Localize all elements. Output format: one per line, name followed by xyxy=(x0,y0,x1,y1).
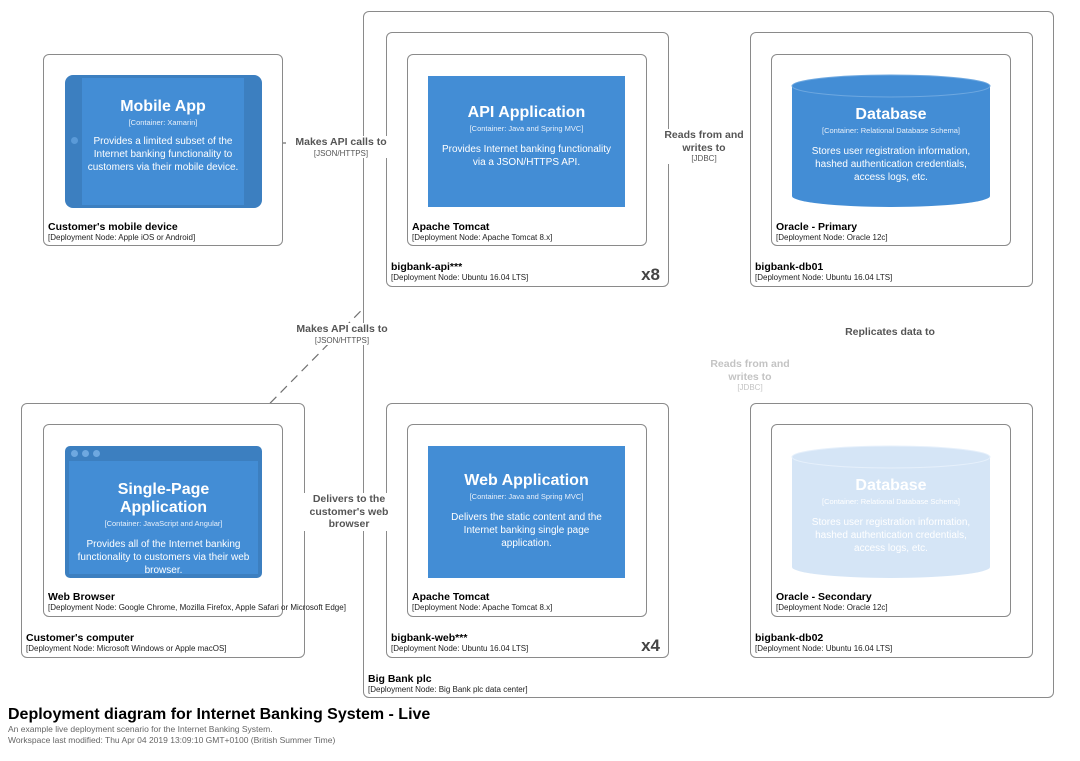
database-cylinder-secondary xyxy=(791,445,991,578)
container-tech: [Container: Relational Database Schema] xyxy=(822,126,960,135)
node-tech: [Deployment Node: Oracle 12c] xyxy=(776,603,888,613)
edge-label-web-spa: Delivers to the customer's web browser xyxy=(300,493,398,531)
edge-label-text: Makes API calls to xyxy=(295,136,387,148)
edge-label-text: Replicates data to xyxy=(845,326,935,338)
container-description: Stores user registration information, ha… xyxy=(811,517,971,554)
node-title: Customer's computer xyxy=(26,632,135,644)
node-tech: [Deployment Node: Microsoft Windows or A… xyxy=(26,644,227,654)
container-title: API Application xyxy=(467,104,586,121)
container-tech: [Container: Xamarin] xyxy=(128,118,198,127)
container-title: Database xyxy=(855,477,927,494)
edge-label-spa-api: Makes API calls to [JSON/HTTPS] xyxy=(288,323,396,346)
container-single-page-application[interactable]: Single-Page Application [Container: Java… xyxy=(69,461,258,576)
node-tech: [Deployment Node: Ubuntu 16.04 LTS] xyxy=(391,644,529,654)
multiplicity-badge: x8 xyxy=(641,265,660,284)
node-title: Oracle - Primary xyxy=(776,221,858,233)
node-tech: [Deployment Node: Apache Tomcat 8.x] xyxy=(412,603,553,613)
node-tech: [Deployment Node: Apple iOS or Android] xyxy=(48,233,196,243)
container-description: Stores user registration information, ha… xyxy=(811,146,971,183)
edge-label-replicate: Replicates data to xyxy=(834,326,946,339)
node-title: bigbank-api*** xyxy=(391,261,463,273)
container-description: Delivers the static content and the Inte… xyxy=(451,512,602,549)
edge-label-text: Reads from and writes to xyxy=(710,358,790,383)
edge-tech-text: [JDBC] xyxy=(737,383,763,393)
container-api-application[interactable]: API Application [Container: Java and Spr… xyxy=(428,76,625,207)
edge-tech-text: [JSON/HTTPS] xyxy=(314,335,370,345)
multiplicity-badge: x4 xyxy=(641,636,660,655)
container-web-application[interactable]: Web Application [Container: Java and Spr… xyxy=(428,446,625,578)
workspace-modified: Workspace last modified: Thu Apr 04 2019… xyxy=(8,735,336,746)
edge-tech-text: [JDBC] xyxy=(691,154,717,164)
node-title: Web Browser xyxy=(48,591,115,603)
node-title: Apache Tomcat xyxy=(412,591,490,603)
container-database-primary[interactable]: Database [Container: Relational Database… xyxy=(791,74,991,208)
window-dot-icon xyxy=(93,450,100,457)
device-home-button-icon xyxy=(71,137,78,144)
node-title: bigbank-db02 xyxy=(755,632,824,644)
window-dot-icon xyxy=(82,450,89,457)
edge-tech-text: [JSON/HTTPS] xyxy=(313,148,369,158)
window-dot-icon xyxy=(71,450,78,457)
node-title: Oracle - Secondary xyxy=(776,591,872,603)
container-tech: [Container: JavaScript and Angular] xyxy=(104,519,223,528)
container-tech: [Container: Java and Spring MVC] xyxy=(469,124,584,133)
edge-label-text: Reads from and writes to xyxy=(664,129,744,154)
node-title: bigbank-web*** xyxy=(391,632,468,644)
diagram-footer: Deployment diagram for Internet Banking … xyxy=(8,706,430,746)
edge-label-text: Makes API calls to xyxy=(296,323,388,335)
node-title: Customer's mobile device xyxy=(48,221,178,233)
container-title: Web Application xyxy=(464,472,589,489)
container-title: Database xyxy=(855,106,927,123)
container-title: Mobile App xyxy=(120,98,206,115)
edge-label-api-db2: Reads from and writes to [JDBC] xyxy=(704,358,796,393)
diagram-description: An example live deployment scenario for … xyxy=(8,724,273,734)
node-tech: [Deployment Node: Ubuntu 16.04 LTS] xyxy=(391,273,529,283)
database-cylinder-primary xyxy=(791,74,991,207)
node-tech: [Deployment Node: Ubuntu 16.04 LTS] xyxy=(755,273,893,283)
edge-label-text: Delivers to the customer's web browser xyxy=(309,493,389,531)
edge-label-api-db: Reads from and writes to [JDBC] xyxy=(658,129,750,164)
node-title: bigbank-db01 xyxy=(755,261,824,273)
container-description: Provides a limited subset of the Interne… xyxy=(87,136,239,173)
node-tech: [Deployment Node: Big Bank plc data cent… xyxy=(368,685,528,695)
node-tech: [Deployment Node: Google Chrome, Mozilla… xyxy=(48,603,346,613)
node-title: Apache Tomcat xyxy=(412,221,490,233)
container-mobile-app[interactable]: Mobile App [Container: Xamarin] Provides… xyxy=(82,78,244,205)
container-title: Single-Page Application xyxy=(117,481,210,516)
container-description: Provides Internet banking functionality … xyxy=(442,144,611,168)
container-database-secondary[interactable]: Database [Container: Relational Database… xyxy=(791,445,991,579)
container-description: Provides all of the Internet banking fun… xyxy=(77,539,250,576)
diagram-title: Deployment diagram for Internet Banking … xyxy=(8,706,431,723)
container-tech: [Container: Relational Database Schema] xyxy=(822,497,960,506)
edge-label-mobile-api: Makes API calls to [JSON/HTTPS] xyxy=(288,136,394,159)
node-tech: [Deployment Node: Apache Tomcat 8.x] xyxy=(412,233,553,243)
node-tech: [Deployment Node: Ubuntu 16.04 LTS] xyxy=(755,644,893,654)
node-tech: [Deployment Node: Oracle 12c] xyxy=(776,233,888,243)
container-tech: [Container: Java and Spring MVC] xyxy=(469,492,584,501)
node-title: Big Bank plc xyxy=(368,673,432,685)
